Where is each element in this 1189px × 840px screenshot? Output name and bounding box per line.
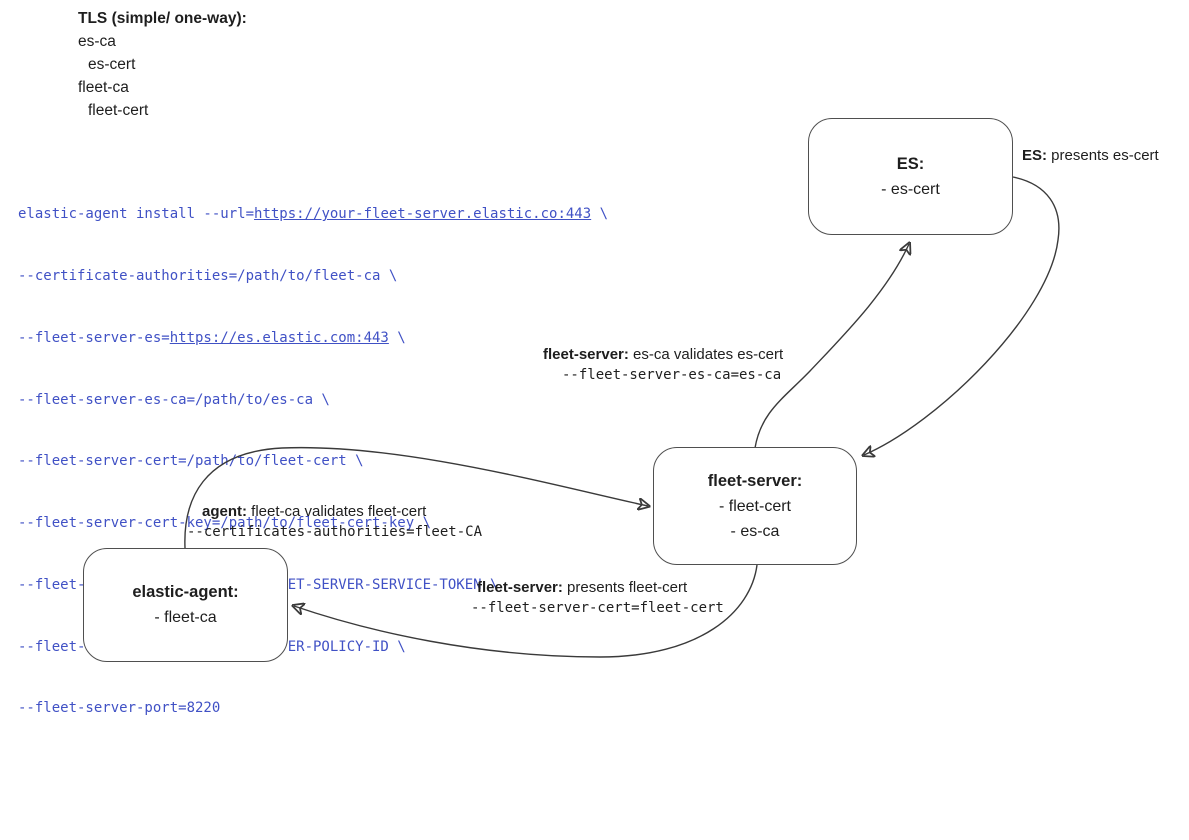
code-line-4: --fleet-server-es-ca=/path/to/es-ca \ [18, 391, 330, 408]
code-line-6: --fleet-server-cert-key=/path/to/fleet-c… [18, 515, 432, 532]
fleet-server-url-link[interactable]: https://your-fleet-server.elastic.co:443 [254, 206, 592, 223]
edge-label-fleet-server-validates-text: fleet-server: es-ca validates es-cert [543, 346, 783, 364]
edge-label-fleet-server-presents-rest: presents fleet-cert [562, 579, 688, 596]
edge-label-agent-validates-flag: --certificates-authorities=fleet-CA [187, 524, 483, 540]
edge-label-fleet-server-validates-rest: es-ca validates es-cert [628, 346, 784, 363]
legend-item-fleet-cert: fleet-cert [88, 102, 149, 119]
es-node-cert-line: - es-cert [881, 180, 940, 198]
edge-label-agent-validates-bold: agent: [202, 503, 247, 520]
edge-label-fleet-server-presents: fleet-server: presents fleet-cert --flee… [471, 579, 724, 617]
edge-label-fleet-server-validates-bold: fleet-server: [543, 346, 629, 363]
edge-label-agent-validates: agent: fleet-ca validates fleet-cert --c… [187, 503, 482, 541]
code-line-3-pre: --fleet-server-es= [18, 329, 170, 346]
legend-item-fleet-ca: fleet-ca [78, 79, 129, 96]
edge-fleet-server-to-es [754, 244, 909, 449]
edge-es-to-fleet-server [864, 176, 1060, 455]
elastic-agent-node: elastic-agent: - fleet-ca [83, 548, 288, 662]
edge-label-es-presents: ES: presents es-cert [1022, 147, 1159, 165]
edge-label-fleet-server-presents-bold: fleet-server: [477, 579, 563, 596]
es-node-title: ES: [896, 154, 925, 173]
edge-label-fleet-server-validates: fleet-server: es-ca validates es-cert --… [543, 346, 783, 384]
edge-label-es-presents-rest: presents es-cert [1047, 147, 1159, 164]
fleet-server-node-title: fleet-server: [707, 471, 803, 490]
edge-label-agent-validates-rest: fleet-ca validates fleet-cert [247, 503, 427, 520]
legend-title: TLS (simple/ one-way): [78, 10, 247, 27]
code-line-3: --fleet-server-es=https://es.elastic.com… [18, 328, 608, 349]
legend-item-es-cert: es-cert [88, 56, 136, 73]
edge-label-fleet-server-validates-flag: --fleet-server-es-ca=es-ca [562, 367, 782, 383]
code-line-1: elastic-agent install --url=https://your… [18, 204, 608, 225]
fleet-server-node-ca-line: - es-ca [730, 522, 780, 540]
es-url-link[interactable]: https://es.elastic.com:443 [169, 329, 389, 346]
code-line-9: --fleet-server-port=8220 [18, 700, 221, 717]
fleet-server-node: fleet-server: - fleet-cert - es-ca [653, 447, 857, 565]
es-node: ES: - es-cert [808, 118, 1013, 235]
elastic-agent-node-ca-line: - fleet-ca [154, 609, 217, 626]
edge-label-es-presents-text: ES: presents es-cert [1022, 147, 1159, 165]
legend-item-es-ca: es-ca [78, 33, 116, 50]
edge-label-es-presents-bold: ES: [1022, 147, 1048, 164]
elastic-agent-node-title: elastic-agent: [132, 583, 239, 601]
edge-label-fleet-server-presents-text: fleet-server: presents fleet-cert [471, 579, 724, 597]
edge-agent-to-fleet-server [184, 446, 648, 549]
edge-label-fleet-server-presents-flag: --fleet-server-cert=fleet-cert [471, 600, 724, 616]
fleet-server-node-cert-line: - fleet-cert [718, 497, 791, 515]
code-line-3-post: \ [388, 329, 406, 346]
edge-fleet-server-to-agent [294, 564, 758, 658]
code-line-5: --fleet-server-cert=/path/to/fleet-cert … [18, 453, 364, 470]
code-line-1-post: \ [591, 206, 609, 223]
tls-legend: TLS (simple/ one-way): es-ca es-cert fle… [78, 7, 247, 122]
edge-label-agent-validates-text: agent: fleet-ca validates fleet-cert [187, 503, 482, 521]
code-line-1-pre: elastic-agent install --url= [18, 206, 255, 223]
code-line-2: --certificate-authorities=/path/to/fleet… [18, 267, 398, 284]
